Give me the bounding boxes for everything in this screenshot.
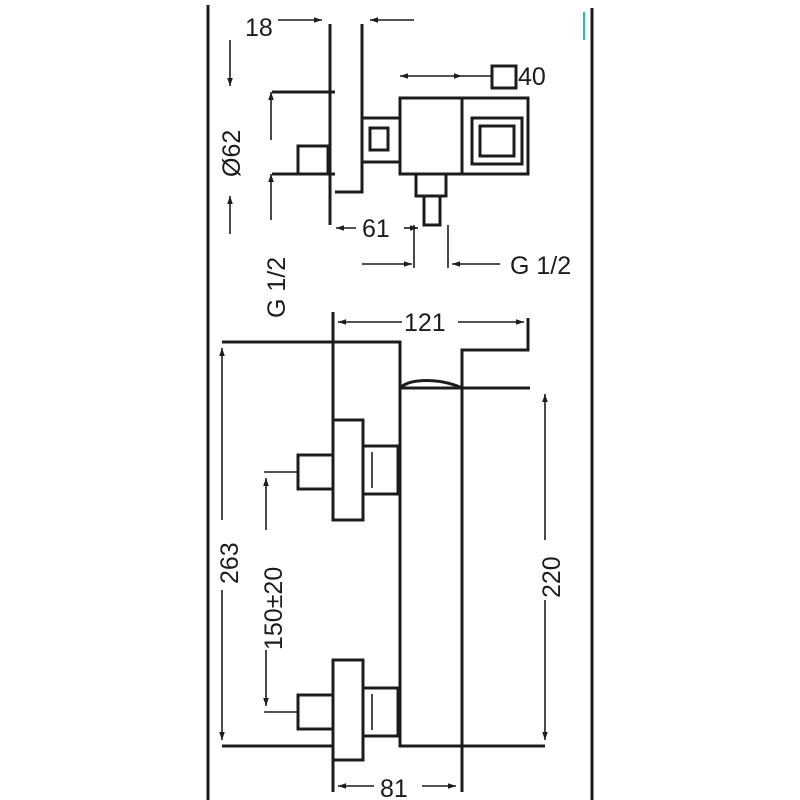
lower-connector (361, 686, 400, 738)
square-symbol (490, 64, 518, 90)
dim-62-label: Ø62 (218, 130, 246, 177)
dim-18-label: 18 (245, 14, 273, 42)
dim-g12-right-label: G 1/2 (510, 252, 571, 280)
dim-220-label: 220 (538, 556, 566, 598)
connector-body (360, 116, 402, 164)
dim-61-label: 61 (362, 215, 390, 243)
mixer-body-top (398, 96, 530, 176)
dim-81-label: 81 (380, 775, 408, 800)
handle-square-outer (470, 116, 524, 166)
front-dimensions: 121 263 150±20 220 81 (216, 309, 566, 800)
handle-square-inner (478, 124, 516, 158)
top-dimensions: 18 40 Ø62 G 1/2 61 G 1/2 (218, 14, 571, 318)
dim-g12-left-label: G 1/2 (263, 257, 291, 318)
mixer-body-front (398, 388, 464, 748)
spout-curve (398, 379, 463, 390)
spout-outline (222, 318, 530, 390)
front-view (222, 312, 545, 792)
wall-plate-outline (328, 24, 364, 225)
escutcheon-outline (272, 90, 335, 176)
upper-connector (361, 444, 400, 496)
upper-escutcheon (331, 418, 365, 522)
lower-escutcheon (331, 658, 365, 762)
lower-inlet-square (296, 693, 335, 731)
outlet-pipe (422, 196, 442, 227)
dim-263-label: 263 (216, 542, 244, 584)
upper-inlet-square (296, 453, 335, 491)
dim-40-label: 40 (518, 63, 546, 91)
connector-inner (368, 126, 390, 152)
outlet-nut (414, 172, 448, 198)
dim-121-label: 121 (404, 309, 446, 337)
escutcheon-stub (296, 144, 330, 176)
top-view (272, 24, 530, 227)
dim-150-label: 150±20 (260, 567, 288, 650)
